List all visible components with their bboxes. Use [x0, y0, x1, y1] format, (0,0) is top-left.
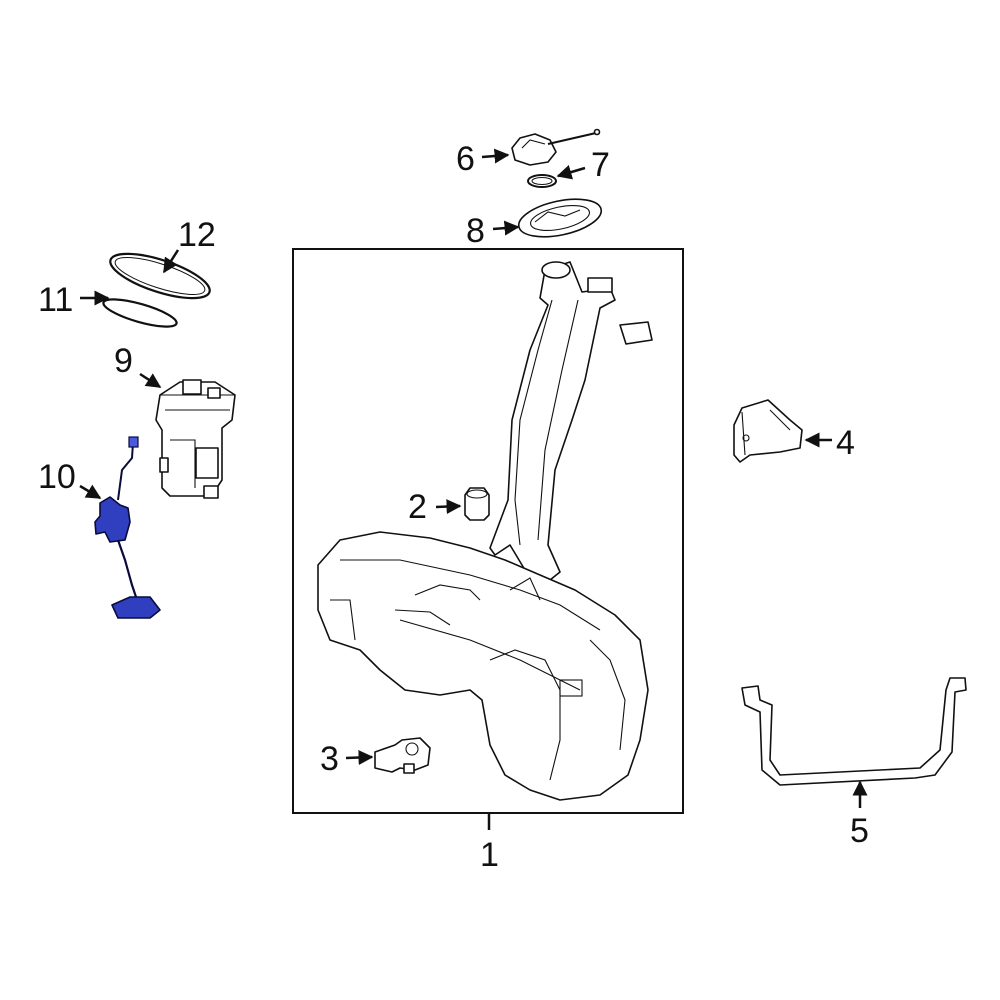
part-7-seal[interactable]	[527, 174, 557, 188]
callout-4: 4	[836, 424, 855, 462]
part-12-gasket[interactable]	[106, 245, 215, 308]
callout-1: 1	[480, 836, 499, 874]
part-4-bracket[interactable]	[733, 399, 803, 463]
callout-3: 3	[320, 740, 339, 778]
part-8-cover[interactable]	[515, 193, 604, 244]
leader-7	[556, 164, 586, 180]
callout-2: 2	[408, 488, 427, 526]
part-9-pump-module[interactable]	[155, 379, 236, 499]
leader-12	[162, 249, 180, 274]
part-5-strap[interactable]	[741, 677, 967, 786]
part-10-level-sender[interactable]	[94, 436, 161, 619]
part-6-lock-ring[interactable]	[511, 128, 601, 166]
callout-8: 8	[466, 212, 485, 250]
part-11-seal-ring[interactable]	[101, 294, 179, 332]
leader-10	[79, 484, 102, 500]
leader-6	[481, 148, 510, 164]
leader-2	[435, 499, 462, 515]
callout-10: 10	[38, 458, 76, 496]
callout-5: 5	[850, 812, 869, 850]
fuel-tank[interactable]	[317, 261, 653, 801]
leader-8	[492, 220, 520, 236]
callout-7: 7	[591, 146, 610, 184]
leader-9	[139, 372, 162, 389]
callout-6: 6	[456, 140, 475, 178]
callout-11: 11	[38, 281, 73, 319]
part-3-sensor[interactable]	[374, 737, 431, 774]
part-2-grommet[interactable]	[464, 487, 490, 521]
callout-9: 9	[114, 342, 133, 380]
callout-12: 12	[178, 216, 216, 254]
leader-3	[345, 750, 374, 766]
